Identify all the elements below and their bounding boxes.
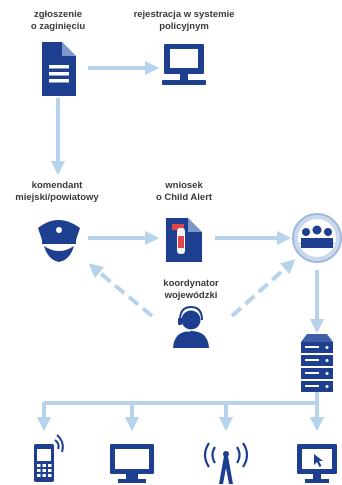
- alert-document-icon: [166, 218, 202, 262]
- document-icon: [42, 42, 76, 96]
- radio-antenna-icon: [203, 442, 249, 484]
- label-coordinator-line-2: wojewódzki: [164, 290, 218, 301]
- label-police-registration-line-2: policyjnym: [159, 21, 209, 32]
- label-report-line-2: o zaginięciu: [30, 21, 86, 32]
- computer-monitor-icon: [162, 44, 206, 85]
- label-coordinator: koordynator wojewódzki: [144, 278, 238, 302]
- label-report: zgłoszenie o zaginięciu: [18, 9, 98, 33]
- police-cap-icon: [38, 220, 80, 262]
- arrow-coordinator-to-commander: [88, 263, 154, 318]
- label-child-alert-request-line-2: o Child Alert: [155, 192, 213, 203]
- label-police-registration-line-1: rejestracja w systemie: [133, 9, 235, 20]
- server-icon: [301, 334, 333, 392]
- label-coordinator-line-1: koordynator: [163, 278, 219, 289]
- arrow-coordinator-to-team: [230, 259, 296, 318]
- label-commander-line-1: komendant: [31, 180, 83, 191]
- label-police-registration: rejestracja w systemie policyjnym: [123, 9, 245, 33]
- label-child-alert-request: wniosek o Child Alert: [139, 180, 229, 204]
- arrows: [36, 60, 325, 432]
- web-display-icon: [297, 444, 337, 483]
- label-commander: komendant miejski/powiatowy: [2, 180, 112, 204]
- mobile-phone-icon: [34, 434, 64, 482]
- operator-headset-icon: [173, 305, 209, 348]
- label-report-line-1: zgłoszenie: [33, 9, 83, 20]
- label-commander-line-2: miejski/powiatowy: [15, 192, 99, 203]
- label-child-alert-request-line-1: wniosek: [165, 180, 203, 191]
- team-circle-icon: [292, 213, 342, 263]
- tv-screen-icon: [110, 444, 154, 483]
